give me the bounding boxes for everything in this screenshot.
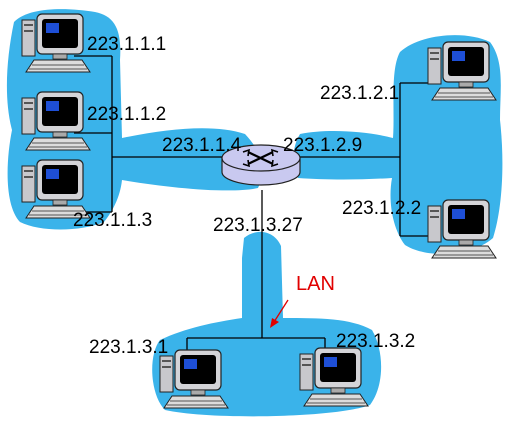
- lan-label: LAN: [296, 273, 335, 295]
- host-address-223-1-1-2: 223.1.1.2: [87, 104, 166, 125]
- desktop-computer-icon: [427, 199, 497, 259]
- router-icon: [221, 144, 301, 186]
- router-interface-left: 223.1.1.4: [162, 135, 242, 156]
- desktop-computer-icon: [21, 13, 91, 73]
- host-address-223-1-1-3: 223.1.1.3: [73, 210, 152, 231]
- host-address-223-1-2-2: 223.1.2.2: [342, 198, 421, 219]
- host-address-223-1-3-2: 223.1.3.2: [336, 331, 415, 352]
- host-address-223-1-2-1: 223.1.2.1: [320, 83, 399, 104]
- lan-arrow: [270, 299, 289, 328]
- host-address-223-1-1-1: 223.1.1.1: [87, 34, 166, 55]
- desktop-computer-icon: [299, 347, 369, 407]
- desktop-computer-icon: [427, 41, 497, 101]
- desktop-computer-icon: [21, 91, 91, 151]
- router-interface-bottom: 223.1.3.27: [213, 215, 303, 236]
- address-labels: 223.1.1.1 223.1.1.2 223.1.1.3 223.1.1.4 …: [73, 34, 421, 358]
- desktop-computer-icon: [159, 349, 229, 409]
- router-interface-right: 223.1.2.9: [283, 135, 362, 156]
- links: [74, 55, 432, 362]
- host-address-223-1-3-1: 223.1.3.1: [89, 337, 168, 358]
